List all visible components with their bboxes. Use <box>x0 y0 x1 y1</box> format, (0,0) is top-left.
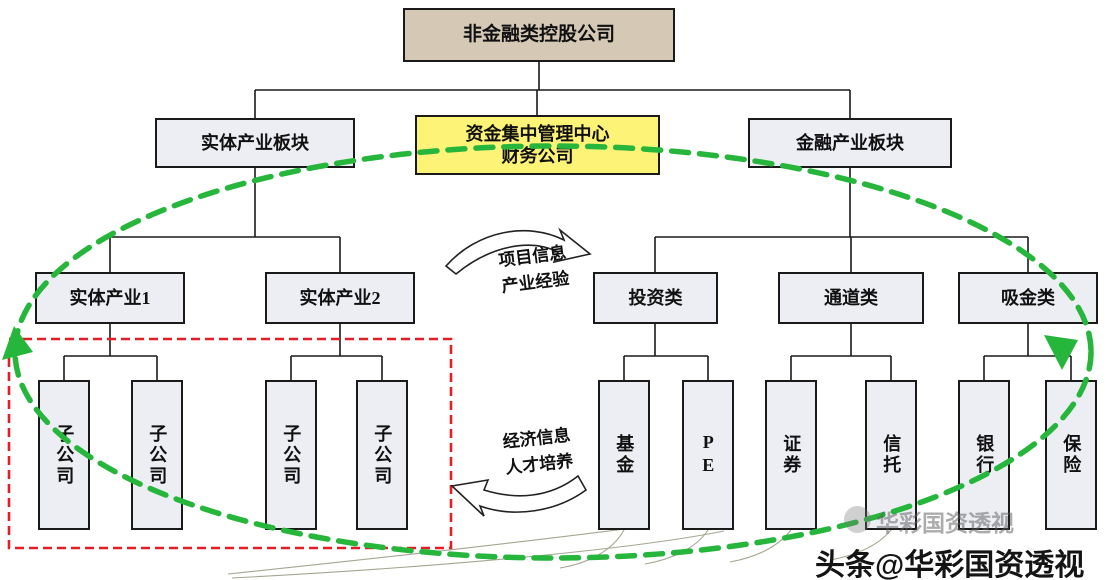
watermark-faint-text: 华彩国资透视 <box>876 510 1014 536</box>
node-financial-sector: 金融产业板块 <box>748 118 952 168</box>
node-investment-class: 投资类 <box>593 272 718 324</box>
node-subsidiary-4: 子公司 <box>356 380 408 530</box>
node-subsidiary-3: 子公司 <box>265 380 317 530</box>
treasury-line1: 资金集中管理中心 <box>465 123 610 144</box>
node-entity-sector: 实体产业板块 <box>155 118 355 168</box>
economy-info-arrow <box>450 474 588 517</box>
node-fund: 基金 <box>598 380 650 530</box>
node-subsidiary-2: 子公司 <box>131 380 183 530</box>
node-entity-industry-2: 实体产业2 <box>265 272 415 324</box>
node-holding-company: 非金融类控股公司 <box>403 8 675 62</box>
annotation-project-info: 项目信息 产业经验 <box>465 236 602 304</box>
node-treasury-center: 资金集中管理中心 财务公司 <box>415 115 660 175</box>
tree-connector-lines <box>63 62 1072 380</box>
green-arrowhead-left <box>2 326 33 360</box>
green-arrowhead-right <box>1044 335 1078 370</box>
annotation-economy-info: 经济信息 人才培养 <box>474 420 603 485</box>
node-entity-industry-1: 实体产业1 <box>35 272 185 324</box>
node-subsidiary-1: 子公司 <box>38 380 90 530</box>
node-pe: PE <box>682 380 734 530</box>
node-insurance: 保险 <box>1045 380 1097 530</box>
node-absorb-class: 吸金类 <box>958 272 1098 324</box>
node-channel-class: 通道类 <box>778 272 924 324</box>
watermark-logo-icon <box>844 506 871 533</box>
treasury-line2: 财务公司 <box>501 146 574 166</box>
bottom-swoosh-lines <box>227 525 892 579</box>
watermark-main-text: 头条@华彩国资透视 <box>815 549 1085 580</box>
node-securities: 证券 <box>765 380 817 530</box>
